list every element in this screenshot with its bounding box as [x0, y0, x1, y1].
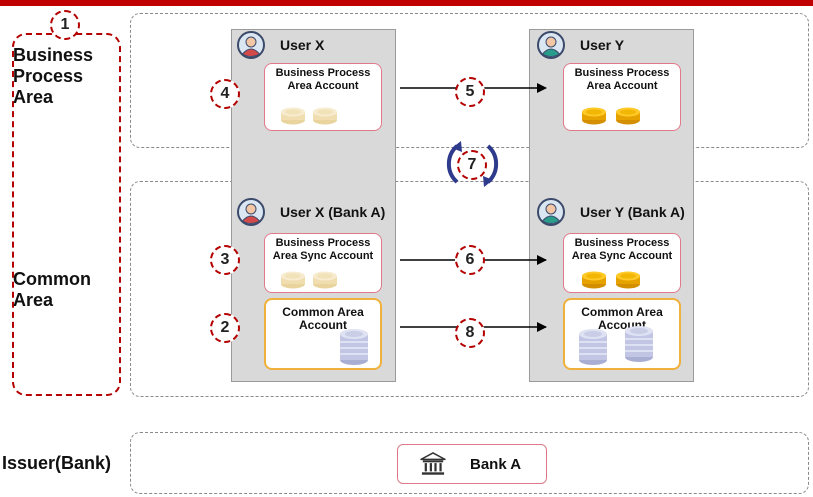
step-1-marker: 1 — [50, 10, 80, 40]
step-8-marker: 8 — [455, 318, 485, 348]
account-title: Business Process Area Sync Account — [265, 237, 381, 263]
issuer-area-box — [130, 432, 809, 494]
account-title-line-1: Business Process — [574, 237, 670, 249]
account-title-line-1: Business Process — [574, 67, 670, 79]
business-process-area-label-line-2: Process — [13, 66, 84, 86]
step-2-marker: 2 — [210, 313, 240, 343]
user-y-common-account: Common Area Account — [563, 298, 681, 370]
common-area-box — [130, 181, 809, 397]
sync-arrows-icon — [446, 141, 499, 187]
user-y-bank-name: User Y (Bank A) — [580, 204, 685, 220]
account-title-line-2: Account — [299, 318, 347, 332]
top-accent-bar — [0, 0, 813, 6]
business-process-area-label: Business Process Area — [13, 45, 93, 108]
account-title-line-1: Common Area — [581, 305, 663, 319]
account-title-line-2: Area Sync Account — [272, 250, 374, 262]
bank-icon — [420, 452, 446, 475]
business-process-area-box — [130, 13, 809, 148]
issuer-area-label: Issuer(Bank) — [2, 453, 112, 473]
user-x-bpa-sync-account: Business Process Area Sync Account — [264, 233, 382, 293]
user-x-common-account: Common Area Account — [264, 298, 382, 370]
common-area-label: Common Area — [13, 269, 91, 311]
account-title: Business Process Area Account — [564, 67, 680, 93]
account-title: Business Process Area Account — [265, 67, 381, 93]
account-title-line-2: Area Account — [586, 80, 658, 92]
user-x-name: User X — [280, 37, 325, 53]
issuer-bank-name: Bank A — [470, 456, 522, 473]
business-process-area-label-line-1: Business — [13, 45, 94, 65]
account-title-line-2: Area Sync Account — [571, 250, 673, 262]
account-title-line-1: Business Process — [275, 67, 371, 79]
user-y-bpa-account: Business Process Area Account — [563, 63, 681, 131]
step-4-marker: 4 — [210, 79, 240, 109]
issuer-bank-box: Bank A — [397, 444, 547, 484]
user-y-name: User Y — [580, 37, 625, 53]
account-title: Common Area Account — [266, 306, 380, 332]
step-6-marker: 6 — [455, 245, 485, 275]
user-x-bank-name: User X (Bank A) — [280, 204, 386, 220]
common-area-label-line-1: Common — [13, 269, 91, 289]
common-area-label-line-2: Area — [13, 290, 54, 310]
step-3-marker: 3 — [210, 245, 240, 275]
business-process-area-label-line-3: Area — [13, 87, 54, 107]
step-5-marker: 5 — [455, 77, 485, 107]
user-y-bpa-sync-account: Business Process Area Sync Account — [563, 233, 681, 293]
account-title: Business Process Area Sync Account — [564, 237, 680, 263]
account-title-line-1: Common Area — [282, 305, 364, 319]
account-title-line-2: Area Account — [287, 80, 359, 92]
step-7-marker: 7 — [457, 150, 487, 180]
user-x-bpa-account: Business Process Area Account — [264, 63, 382, 131]
account-title-line-1: Business Process — [275, 237, 371, 249]
